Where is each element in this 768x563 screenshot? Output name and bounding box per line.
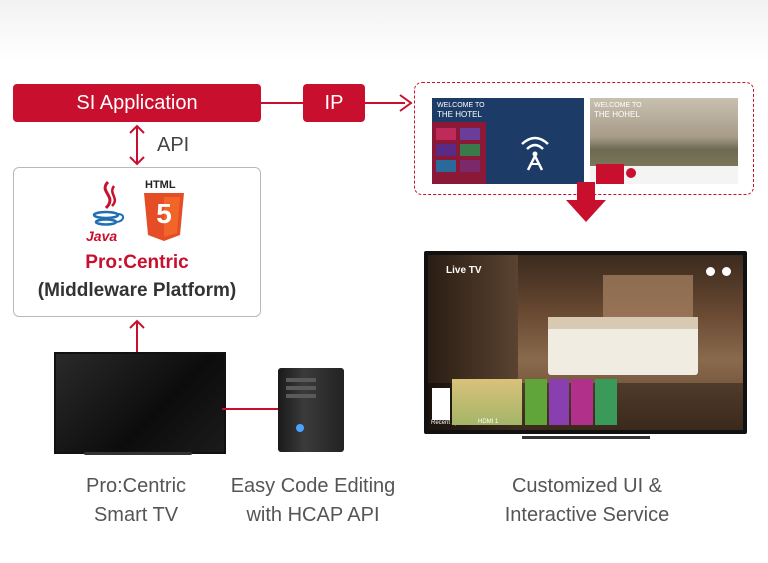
- down-arrow-icon: [566, 182, 606, 222]
- si-application-box: SI Application: [13, 84, 261, 122]
- hotel-menu-screen: WELCOME TO THE HOTEL: [432, 98, 584, 184]
- hotel-tv-screen: Live TV Recent ap HDMI 1: [428, 255, 743, 430]
- platform-title: Pro:Centric: [85, 252, 189, 273]
- tv-app-tile-4: [595, 379, 617, 425]
- hotel-tv-stand: [522, 436, 650, 439]
- hdmi-label: HDMI 1: [478, 419, 499, 425]
- tv-to-middleware-arrow: [129, 319, 145, 354]
- caption-smart-tv-line1: Pro:Centric: [85, 475, 187, 497]
- ip-arrow-line: [365, 102, 405, 104]
- caption-custom-ui: Customized UI & Interactive Service: [462, 472, 712, 530]
- middleware-platform-box: Java HTML 5 Pro:Centric (Middleware Plat…: [13, 167, 261, 317]
- ip-box: IP: [303, 84, 365, 122]
- html5-number: 5: [156, 198, 172, 229]
- ip-arrow-head: [399, 94, 413, 112]
- live-tv-label: Live TV: [446, 265, 482, 276]
- si-application-label: SI Application: [76, 91, 198, 114]
- platform-subtitle: (Middleware Platform): [37, 280, 237, 301]
- smart-tv-stand: [84, 452, 192, 455]
- caption-code-editing-line1: Easy Code Editing: [230, 475, 396, 497]
- si-ip-connector: [261, 102, 303, 104]
- html-label: HTML: [145, 179, 176, 191]
- caption-smart-tv: Pro:Centric Smart TV: [60, 472, 212, 530]
- api-double-arrow: [129, 124, 145, 166]
- tv-app-tile-2: [549, 379, 569, 425]
- recent-apps-label: Recent ap: [431, 420, 459, 426]
- ip-label: IP: [324, 91, 344, 114]
- caption-code-editing-line2: with HCAP API: [246, 504, 380, 526]
- caption-custom-ui-line1: Customized UI &: [511, 475, 663, 497]
- hdmi-tile: [452, 379, 522, 425]
- tv-app-tile-1: [525, 379, 547, 425]
- screen1-welcome: WELCOME TO: [437, 102, 485, 109]
- screen1-hotel-title: THE HOTEL: [437, 110, 482, 119]
- html5-shield-icon: [144, 193, 184, 241]
- caption-custom-ui-line2: Interactive Service: [504, 504, 670, 526]
- caption-smart-tv-line2: Smart TV: [93, 504, 179, 526]
- screen2-hotel-title: THE HOHEL: [594, 110, 640, 119]
- screen2-welcome: WELCOME TO: [594, 102, 642, 109]
- caption-code-editing: Easy Code Editing with HCAP API: [218, 472, 408, 530]
- tv-top-icon-2: [722, 267, 731, 276]
- tv-input-tile: [432, 388, 450, 420]
- tv-top-icon-1: [706, 267, 715, 276]
- java-logo-icon: [92, 180, 124, 226]
- tv-server-connector: [222, 408, 278, 410]
- wifi-icon: [521, 136, 549, 171]
- api-label: API: [157, 134, 190, 156]
- smart-tv-screen: [54, 352, 226, 454]
- top-band: [0, 0, 768, 62]
- tv-app-tile-3: [571, 379, 593, 425]
- hotel-landscape-screen: WELCOME TO THE HOHEL: [590, 98, 738, 184]
- java-label: Java: [86, 228, 118, 244]
